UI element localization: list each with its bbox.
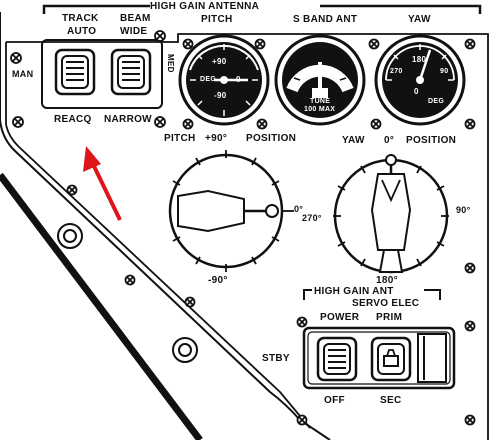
panel-bezel [5,42,311,429]
servo-power-switch[interactable] [316,336,358,382]
beam-label: BEAM [120,13,151,24]
pitch-position-zero: 0° [294,204,304,214]
panel-edge-outer [0,172,203,440]
servo-sec-label: SEC [380,395,402,406]
yaw-meter [374,34,466,126]
yaw-meter-zero: 0 [414,87,419,96]
servo-bracket [303,289,441,300]
pitch-position-dial[interactable] [168,150,294,272]
pitch-position-prefix: PITCH [164,133,196,144]
pitch-meter-unit: DEG [200,76,217,83]
header-bracket [42,4,482,14]
servo-prim-label: PRIM [376,312,403,323]
yaw-meter-270: 270 [390,68,403,75]
pitch-meter-minus90: -90 [214,91,227,100]
servo-prim-sec-switch[interactable] [370,336,412,382]
reacq-label: REACQ [54,114,92,125]
med-label: MED [166,54,175,73]
yaw-meter-90: 90 [440,68,449,75]
pitch-position-minus90: -90° [208,275,228,286]
man-label: MAN [12,69,34,79]
panel-top-edge [6,33,489,440]
yaw-position-zero: 0° [384,135,395,146]
servo-stby-label: STBY [262,353,290,364]
yaw-meter-unit: DEG [428,98,445,105]
narrow-label: NARROW [104,114,152,125]
yaw-position-180: 180° [376,275,398,286]
beam-width-switch[interactable] [110,48,152,96]
pitch-meter [178,34,270,126]
track-mode-switch[interactable] [54,48,96,96]
servo-power-label: POWER [320,312,360,323]
yaw-meter-title: YAW [408,14,431,25]
switch-subpanel [41,39,163,109]
yaw-position-270: 270° [302,213,322,223]
pitch-meter-title: PITCH [201,14,233,25]
red-arrow-annotation [83,146,122,221]
servo-title-line2: SERVO ELEC [352,298,420,309]
pitch-meter-plus90: +90 [212,57,227,66]
yaw-position-label: POSITION [406,135,457,146]
servo-off-label: OFF [324,395,345,406]
mounting-bolts [57,223,198,363]
sband-meter-title: S BAND ANT [293,14,358,25]
track-label: TRACK [62,13,99,24]
pitch-position-label: POSITION [246,133,297,144]
sband-tune-label: TUNE [310,98,331,105]
wide-label: WIDE [120,26,148,37]
panel-edge-inner [0,12,331,440]
servo-title-line1: HIGH GAIN ANT [314,286,394,297]
yaw-meter-180: 180 [412,55,427,64]
yaw-position-prefix: YAW [342,135,365,146]
panel-screws [10,30,476,426]
pitch-meter-zero: 0 [236,75,241,84]
sband-max-label: 100 MAX [304,106,336,113]
auto-label: AUTO [67,26,97,37]
yaw-position-dial[interactable] [333,154,449,274]
header-title: HIGH GAIN ANTENNA [150,1,260,12]
yaw-position-90: 90° [456,205,471,215]
pitch-position-plus90: +90° [205,133,228,144]
sband-signal-meter [274,34,366,126]
